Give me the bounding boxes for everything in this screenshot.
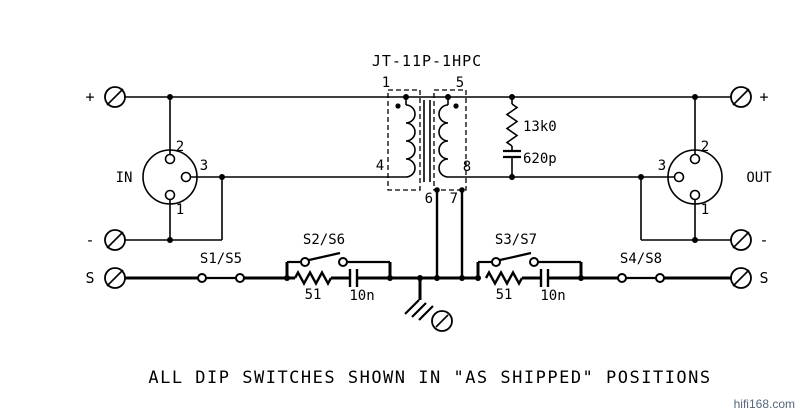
transformer-pin-4-label: 4	[376, 158, 384, 174]
resistor-51-left-label: 51	[305, 287, 322, 303]
screw-slot	[106, 88, 124, 106]
ground-hatch	[418, 305, 434, 321]
screw-slot	[732, 231, 750, 249]
resistor-51-right-label: 51	[496, 287, 513, 303]
screw-slot	[106, 269, 124, 287]
terminal-label-minus-right: -	[759, 231, 768, 249]
screw-slot	[732, 88, 750, 106]
dip-switch-s3s7-lever	[499, 251, 532, 262]
switch-contact	[300, 257, 310, 267]
xlr-pin-1-contact	[689, 189, 701, 201]
transformer-pin-5-label: 5	[456, 75, 464, 91]
terminal-label-plus-right: +	[759, 88, 768, 106]
screw-slot	[106, 231, 124, 249]
secondary-load-network: 13k0 620p	[503, 97, 557, 177]
screw-slot	[435, 314, 449, 328]
resistor-51-right	[484, 269, 524, 287]
resistor-13k0-label: 13k0	[523, 119, 557, 135]
out-pin-1-label: 1	[701, 202, 709, 218]
switch-contact	[529, 257, 539, 267]
switch-contact	[491, 257, 501, 267]
out-xlr-connector: OUT 2 3 1	[658, 97, 772, 240]
switch-contact	[655, 273, 665, 283]
phase-dot	[395, 103, 401, 109]
junction-dot	[434, 187, 440, 193]
ground-hatch	[404, 299, 420, 315]
terminal-label-shield-right: S	[759, 269, 768, 287]
in-xlr-connector: IN 2 3 1	[116, 97, 208, 240]
phase-dot	[453, 103, 459, 109]
switch-s3s7-label: S3/S7	[495, 232, 537, 248]
switch-s4s8-label: S4/S8	[620, 251, 662, 267]
junction-dot	[434, 275, 440, 281]
signal-wires	[125, 174, 731, 243]
primary-shield-box	[387, 89, 421, 191]
caption: ALL DIP SWITCHES SHOWN IN "AS SHIPPED" P…	[148, 368, 711, 388]
xlr-pin-3-contact	[673, 171, 685, 183]
watermark: hifi168.com	[734, 397, 795, 411]
transformer-title: JT-11P-1HPC	[372, 52, 482, 70]
capacitor-10n-left-label: 10n	[349, 288, 374, 304]
transformer-pin-8-label: 8	[463, 159, 471, 175]
xlr-pin-1-contact	[164, 189, 176, 201]
terminal-label-plus-left: +	[85, 88, 94, 106]
top-rail	[125, 94, 731, 100]
primary-coil	[405, 104, 416, 178]
transformer-pin-6-label: 6	[425, 191, 433, 207]
in-pin-2-label: 2	[176, 139, 184, 155]
out-pin-3-label: 3	[658, 158, 666, 174]
terminal-label-shield-left: S	[85, 269, 94, 287]
switch-contact	[617, 273, 627, 283]
screw-terminals-right: + - S	[730, 86, 769, 289]
resistor-13k0	[505, 103, 519, 147]
switch-s2s6-label: S2/S6	[303, 232, 345, 248]
transformer: 1 5 4 8 6 7	[376, 75, 471, 278]
transformer-pin-7-label: 7	[450, 191, 458, 207]
in-pin-3-label: 3	[200, 158, 208, 174]
shield-switch-network: S1/S5 S2/S6 51 10n	[125, 232, 731, 332]
screw-terminals-left: + - S	[85, 86, 126, 289]
xlr-pin-2-contact	[164, 153, 176, 165]
chassis-ground-icon	[404, 299, 434, 321]
junction-dot	[459, 187, 465, 193]
out-label: OUT	[746, 170, 772, 186]
secondary-shield-box	[433, 89, 467, 191]
dip-switch-s2s6-lever	[308, 251, 341, 262]
junction-dot	[459, 275, 465, 281]
switch-contact	[338, 257, 348, 267]
switch-contact	[235, 273, 245, 283]
ground-hatch	[411, 302, 427, 318]
in-label: IN	[116, 170, 133, 186]
capacitor-10n-right-label: 10n	[540, 288, 565, 304]
resistor-51-left	[293, 269, 333, 287]
switch-s1s5-label: S1/S5	[200, 251, 242, 267]
xlr-pin-2-contact	[689, 153, 701, 165]
junction-dot	[219, 174, 225, 180]
switch-contact	[197, 273, 207, 283]
screw-slot	[732, 269, 750, 287]
xlr-pin-3-contact	[180, 171, 192, 183]
capacitor-620p-label: 620p	[523, 151, 557, 167]
in-pin-1-label: 1	[176, 202, 184, 218]
out-pin-2-label: 2	[701, 139, 709, 155]
transformer-pin-1-label: 1	[382, 75, 390, 91]
terminal-label-minus-left: -	[85, 231, 94, 249]
secondary-coil	[438, 104, 449, 178]
